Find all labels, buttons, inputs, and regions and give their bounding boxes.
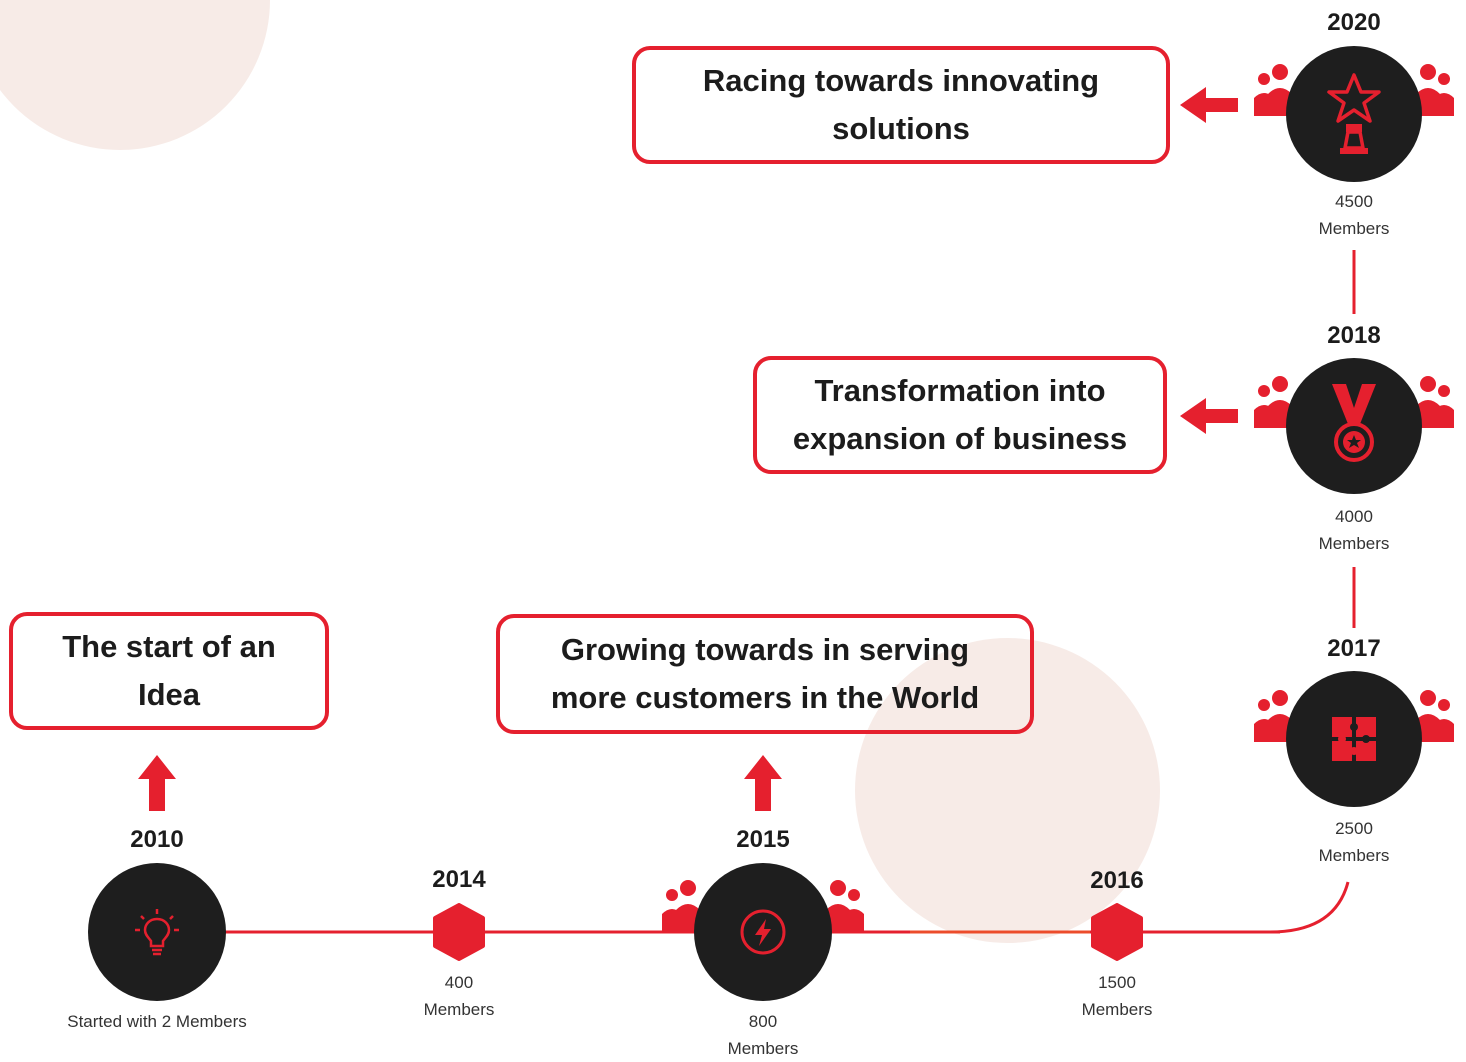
arrow-up-icon	[744, 755, 782, 811]
members-2018: 4000 Members	[1319, 503, 1390, 557]
caption-2015-line2: more customers in the World	[550, 680, 980, 715]
node-2010	[88, 863, 226, 1001]
people-icon	[1254, 376, 1292, 428]
hexagon-node-2016	[1091, 903, 1143, 961]
people-icon	[1416, 376, 1454, 428]
caption-box-2010: The start of an Idea	[9, 612, 329, 730]
caption-2020-line1: Racing towards innovating	[702, 63, 1100, 98]
trophy-icon	[1327, 73, 1381, 154]
caption-box-2018: Transformation into expansion of busines…	[753, 356, 1167, 474]
members-2020: 4500 Members	[1319, 188, 1390, 242]
unit-2015: Members	[727, 1039, 799, 1058]
members-2017: 2500 Members	[1319, 815, 1390, 869]
people-icon	[1416, 690, 1454, 742]
members-2014: 400 Members	[424, 969, 495, 1023]
caption-2018-line1: Transformation into	[814, 373, 1106, 408]
unit-2014: Members	[423, 1000, 495, 1019]
decor-circle-middle	[855, 638, 1160, 943]
year-2016: 2016	[1090, 867, 1144, 894]
node-2017	[1286, 671, 1422, 807]
year-2014: 2014	[432, 866, 486, 893]
caption-2020-line2: solutions	[832, 111, 970, 146]
node-2015	[694, 863, 832, 1001]
count-2017: 2500	[1335, 819, 1373, 838]
year-2020: 2020	[1327, 9, 1381, 36]
members-2015: 800 Members	[728, 1008, 799, 1062]
count-2015: 800	[748, 1012, 778, 1031]
unit-2017: Members	[1318, 846, 1390, 865]
count-2018: 4000	[1335, 507, 1373, 526]
medal-icon	[1332, 384, 1376, 462]
hexagon-node-2014	[433, 903, 485, 961]
arrow-left-icon	[1180, 398, 1238, 434]
year-2010: 2010	[130, 826, 184, 853]
caption-box-2020: Racing towards innovating solutions	[632, 46, 1170, 164]
count-2014: 400	[444, 973, 474, 992]
caption-2010: The start of an Idea	[62, 629, 276, 712]
unit-2018: Members	[1318, 534, 1390, 553]
note-2010: Started with 2 Members	[67, 1012, 247, 1031]
people-icon	[1416, 64, 1454, 116]
caption-2015-line1: Growing towards in serving	[560, 632, 970, 667]
people-icon	[662, 880, 700, 932]
node-2018	[1286, 358, 1422, 494]
caption-2018-line2: expansion of business	[792, 421, 1128, 456]
members-2016: 1500 Members	[1082, 969, 1153, 1023]
caption-box-2015: Growing towards in serving more customer…	[496, 614, 1034, 734]
lightbulb-icon	[135, 909, 179, 956]
count-2016: 1500	[1098, 973, 1136, 992]
arrow-left-icon	[1180, 87, 1238, 123]
year-2015: 2015	[736, 826, 790, 853]
unit-2016: Members	[1081, 1000, 1153, 1019]
count-2020: 4500	[1335, 192, 1373, 211]
puzzle-icon	[1332, 717, 1376, 761]
arrow-up-icon	[138, 755, 176, 811]
lightning-icon	[740, 909, 786, 955]
year-2018: 2018	[1327, 322, 1381, 349]
year-2017: 2017	[1327, 635, 1381, 662]
node-2020	[1286, 46, 1422, 182]
people-icon	[826, 880, 864, 932]
unit-2020: Members	[1318, 219, 1390, 238]
